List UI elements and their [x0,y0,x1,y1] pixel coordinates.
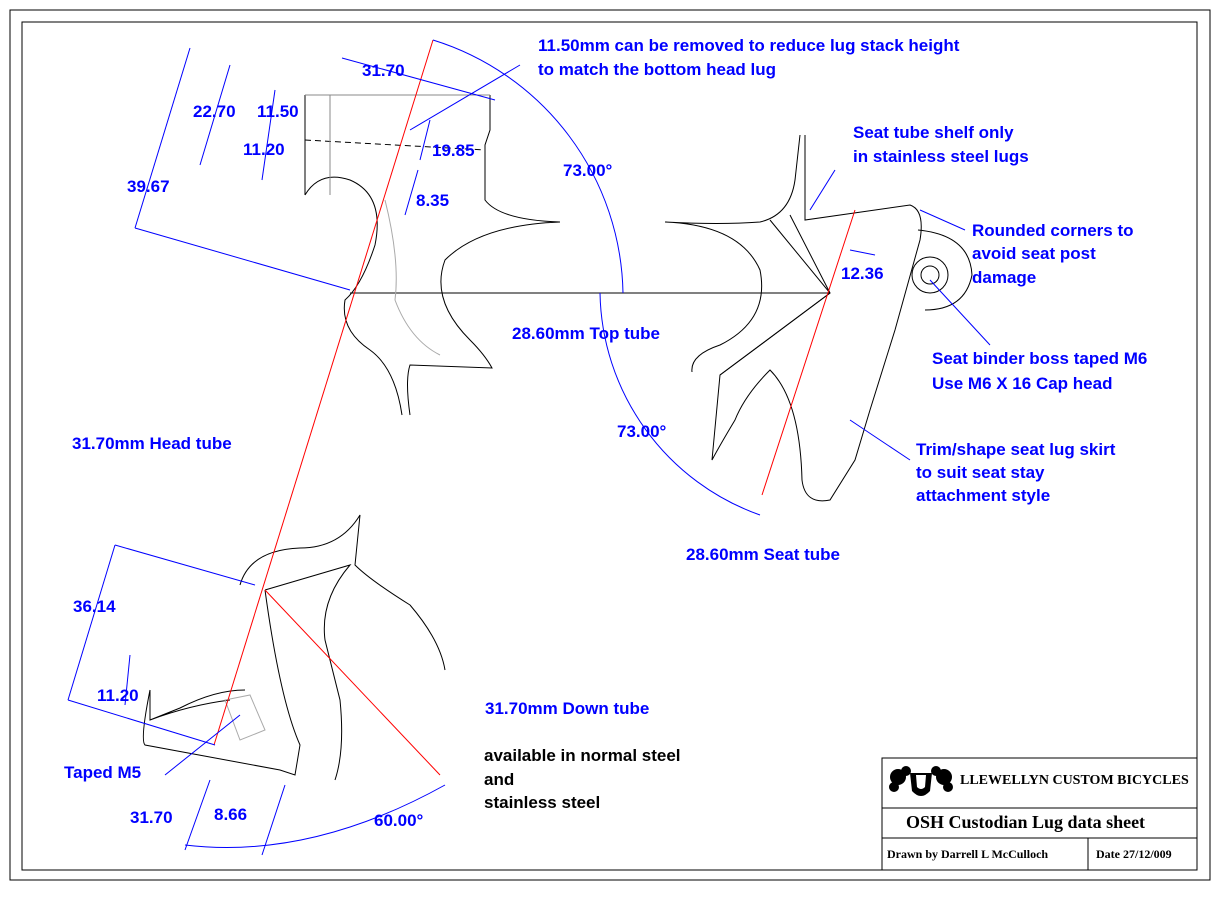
title-block-frame [881,757,1198,871]
note-stack-height-1: 11.50mm can be removed to reduce lug sta… [538,36,960,55]
bottom-head-lug-outline [142,514,446,781]
label-head-tube: 31.70mm Head tube [72,434,232,453]
note-corners-3: damage [972,268,1037,287]
head-tube-centerline [213,39,434,746]
inner-border [21,21,1198,871]
label-down-tube: 31.70mm Down tube [485,699,650,718]
note-binder-2: Use M6 X 16 Cap head [932,374,1113,393]
dim-angle-seat: 73.00° [617,422,667,441]
dim-8-35: 8.35 [416,191,450,210]
note-skirt-3: attachment style [916,486,1051,505]
seat-lug-outline [664,134,973,502]
note-skirt-2: to suit seat stay [916,463,1045,482]
seat-binder-boss [920,265,940,285]
note-stack-height-2: to match the bottom head lug [538,60,776,79]
head-lug-outline [304,94,561,416]
note-corners-1: Rounded corners to [972,221,1134,240]
seat-tube-centerline [761,209,856,496]
dimension-lines [67,39,991,856]
note-avail-2: and [484,770,515,789]
note-shelf-1: Seat tube shelf only [853,123,1014,142]
dim-angle-down: 60.00° [374,811,424,830]
dim-angle-top: 73.00° [563,161,613,180]
note-corners-2: avoid seat post [972,244,1096,263]
company-logo [889,766,953,796]
dim-bottom-width: 31.70 [130,808,173,827]
label-seat-tube: 28.60mm Seat tube [686,545,841,564]
note-avail-1: available in normal steel [484,746,681,765]
dim-22-70: 22.70 [193,102,236,121]
note-shelf-2: in stainless steel lugs [853,147,1029,166]
outer-border [9,9,1211,881]
dim-12-36: 12.36 [841,264,884,283]
note-avail-3: stainless steel [484,793,601,812]
sheet-title: OSH Custodian Lug data sheet [906,812,1146,832]
dim-11-20-bottom: 11.20 [97,686,139,705]
dim-top-head-width: 31.70 [362,61,405,80]
company-name: LLEWELLYN CUSTOM BICYCLES [960,773,1189,788]
note-skirt-1: Trim/shape seat lug skirt [916,440,1116,459]
drawing-date: Date 27/12/009 [1096,847,1172,861]
dim-39-67: 39.67 [127,177,170,196]
dim-11-20-top: 11.20 [243,140,285,159]
label-top-tube: 28.60mm Top tube [512,324,660,343]
dim-36-14: 36.14 [73,597,116,616]
down-tube-centerline [264,589,441,776]
dim-19-85: 19.85 [432,141,475,160]
note-taped-m5: Taped M5 [64,763,142,782]
dim-8-66: 8.66 [214,805,248,824]
dim-11-50: 11.50 [257,102,299,121]
note-binder-1: Seat binder boss taped M6 [932,349,1148,368]
drawn-by: Drawn by Darrell L McCulloch [887,847,1049,861]
